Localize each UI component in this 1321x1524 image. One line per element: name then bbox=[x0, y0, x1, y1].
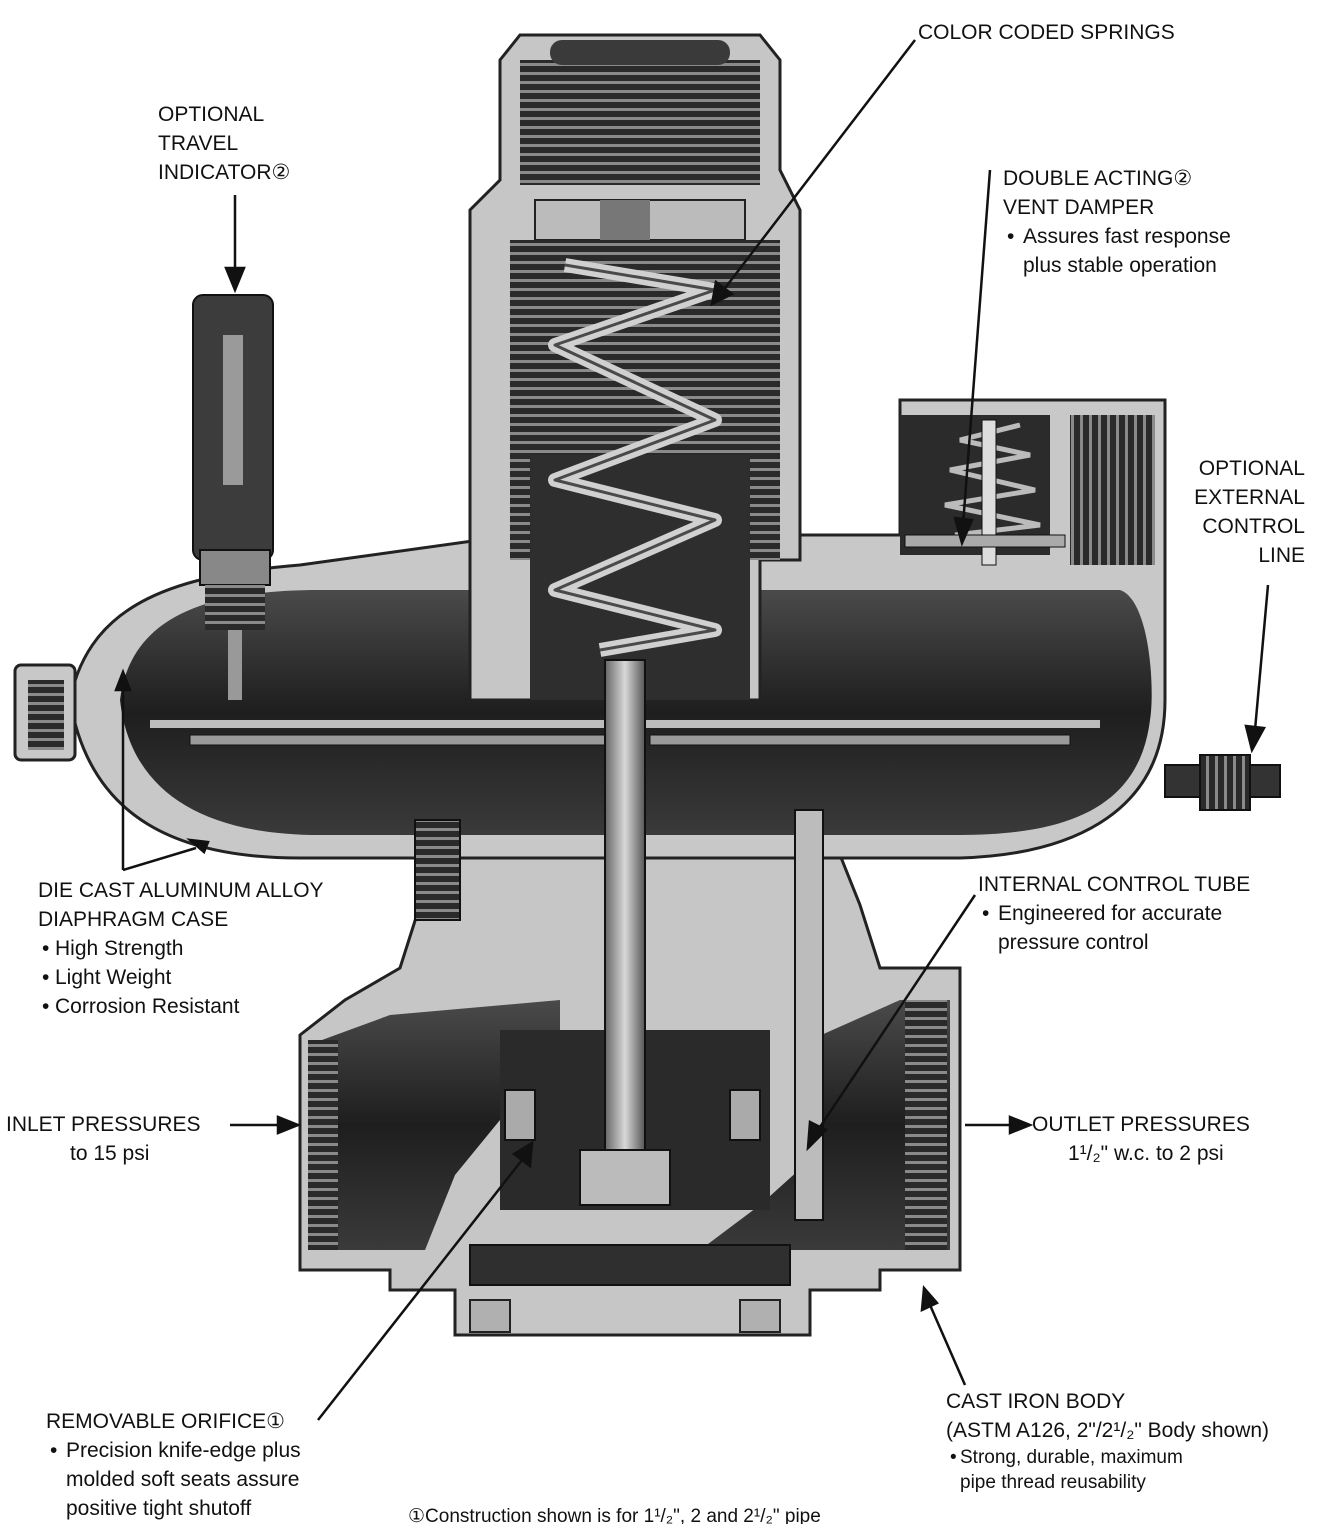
label-line: DIAPHRAGM CASE bbox=[38, 908, 229, 931]
label-line: OPTIONAL bbox=[1198, 457, 1305, 480]
internal-control-tube-part bbox=[794, 809, 824, 1221]
leader-lines bbox=[114, 39, 1270, 1421]
label-bullet: Precision knife-edge plus bbox=[46, 1436, 301, 1465]
label-line: OPTIONAL bbox=[158, 103, 265, 126]
case-bolt bbox=[414, 819, 461, 921]
label-color-coded-springs: COLOR CODED SPRINGS bbox=[918, 18, 1175, 47]
label-external-control-line: OPTIONAL EXTERNAL CONTROL LINE bbox=[1170, 454, 1305, 570]
label-line: DIE CAST ALUMINUM ALLOY bbox=[38, 879, 324, 902]
label-outlet-pressures: OUTLET PRESSURES 1¹/₂" w.c. to 2 psi bbox=[1032, 1110, 1250, 1168]
label-bullet: Light Weight bbox=[38, 963, 324, 992]
label-bullet-cont: pipe thread reusability bbox=[960, 1472, 1146, 1493]
label-line: INLET PRESSURES bbox=[6, 1113, 201, 1136]
label-line: (ASTM A126, 2"/2¹/₂" Body shown) bbox=[946, 1419, 1270, 1442]
label-vent-damper: DOUBLE ACTING② VENT DAMPER Assures fast … bbox=[1003, 164, 1231, 280]
label-value: to 15 psi bbox=[70, 1142, 150, 1165]
label-line: LINE bbox=[1258, 544, 1305, 567]
label-removable-orifice: REMOVABLE ORIFICE① Precision knife-edge … bbox=[46, 1407, 301, 1523]
label-inlet-pressures: INLET PRESSURES to 15 psi bbox=[6, 1110, 201, 1168]
label-line: CAST IRON BODY bbox=[946, 1390, 1126, 1413]
travel-indicator-part bbox=[192, 294, 274, 700]
label-bullet-cont: plus stable operation bbox=[1023, 254, 1217, 277]
label-bullet: Engineered for accurate bbox=[978, 899, 1250, 928]
valve-stem bbox=[604, 659, 646, 1201]
label-line: CONTROL bbox=[1202, 515, 1305, 538]
label-internal-control-tube: INTERNAL CONTROL TUBE Engineered for acc… bbox=[978, 870, 1250, 957]
label-line: TRAVEL bbox=[158, 132, 239, 155]
spring-bonnet bbox=[468, 33, 802, 702]
label-bullet-cont: positive tight shutoff bbox=[66, 1497, 252, 1520]
label-title: COLOR CODED SPRINGS bbox=[918, 21, 1175, 44]
label-bullet: Assures fast response bbox=[1003, 222, 1231, 251]
label-line: OUTLET PRESSURES bbox=[1032, 1113, 1250, 1136]
label-cast-iron-body: CAST IRON BODY (ASTM A126, 2"/2¹/₂" Body… bbox=[946, 1387, 1269, 1495]
label-line: REMOVABLE ORIFICE① bbox=[46, 1410, 285, 1433]
label-bullet-cont: pressure control bbox=[998, 931, 1149, 954]
label-travel-indicator: OPTIONAL TRAVEL INDICATOR② bbox=[158, 100, 290, 187]
footnote-text: ①Construction shown is for 1¹/₂", 2 and … bbox=[408, 1506, 821, 1524]
vent-damper-part bbox=[904, 419, 1066, 566]
label-diaphragm-case: DIE CAST ALUMINUM ALLOY DIAPHRAGM CASE H… bbox=[38, 876, 324, 1021]
label-line: EXTERNAL bbox=[1194, 486, 1305, 509]
footnote: ①Construction shown is for 1¹/₂", 2 and … bbox=[408, 1504, 821, 1524]
label-bullet-cont: molded soft seats assure bbox=[66, 1468, 300, 1491]
label-line: INTERNAL CONTROL TUBE bbox=[978, 873, 1251, 896]
label-line: VENT DAMPER bbox=[1003, 196, 1155, 219]
label-bullet: Strong, durable, maximum bbox=[946, 1445, 1269, 1470]
label-bullet: Corrosion Resistant bbox=[38, 992, 324, 1021]
label-value: 1¹/₂" w.c. to 2 psi bbox=[1068, 1142, 1224, 1165]
label-line: INDICATOR② bbox=[158, 161, 291, 184]
label-bullet: High Strength bbox=[38, 934, 324, 963]
label-line: DOUBLE ACTING② bbox=[1003, 167, 1193, 190]
